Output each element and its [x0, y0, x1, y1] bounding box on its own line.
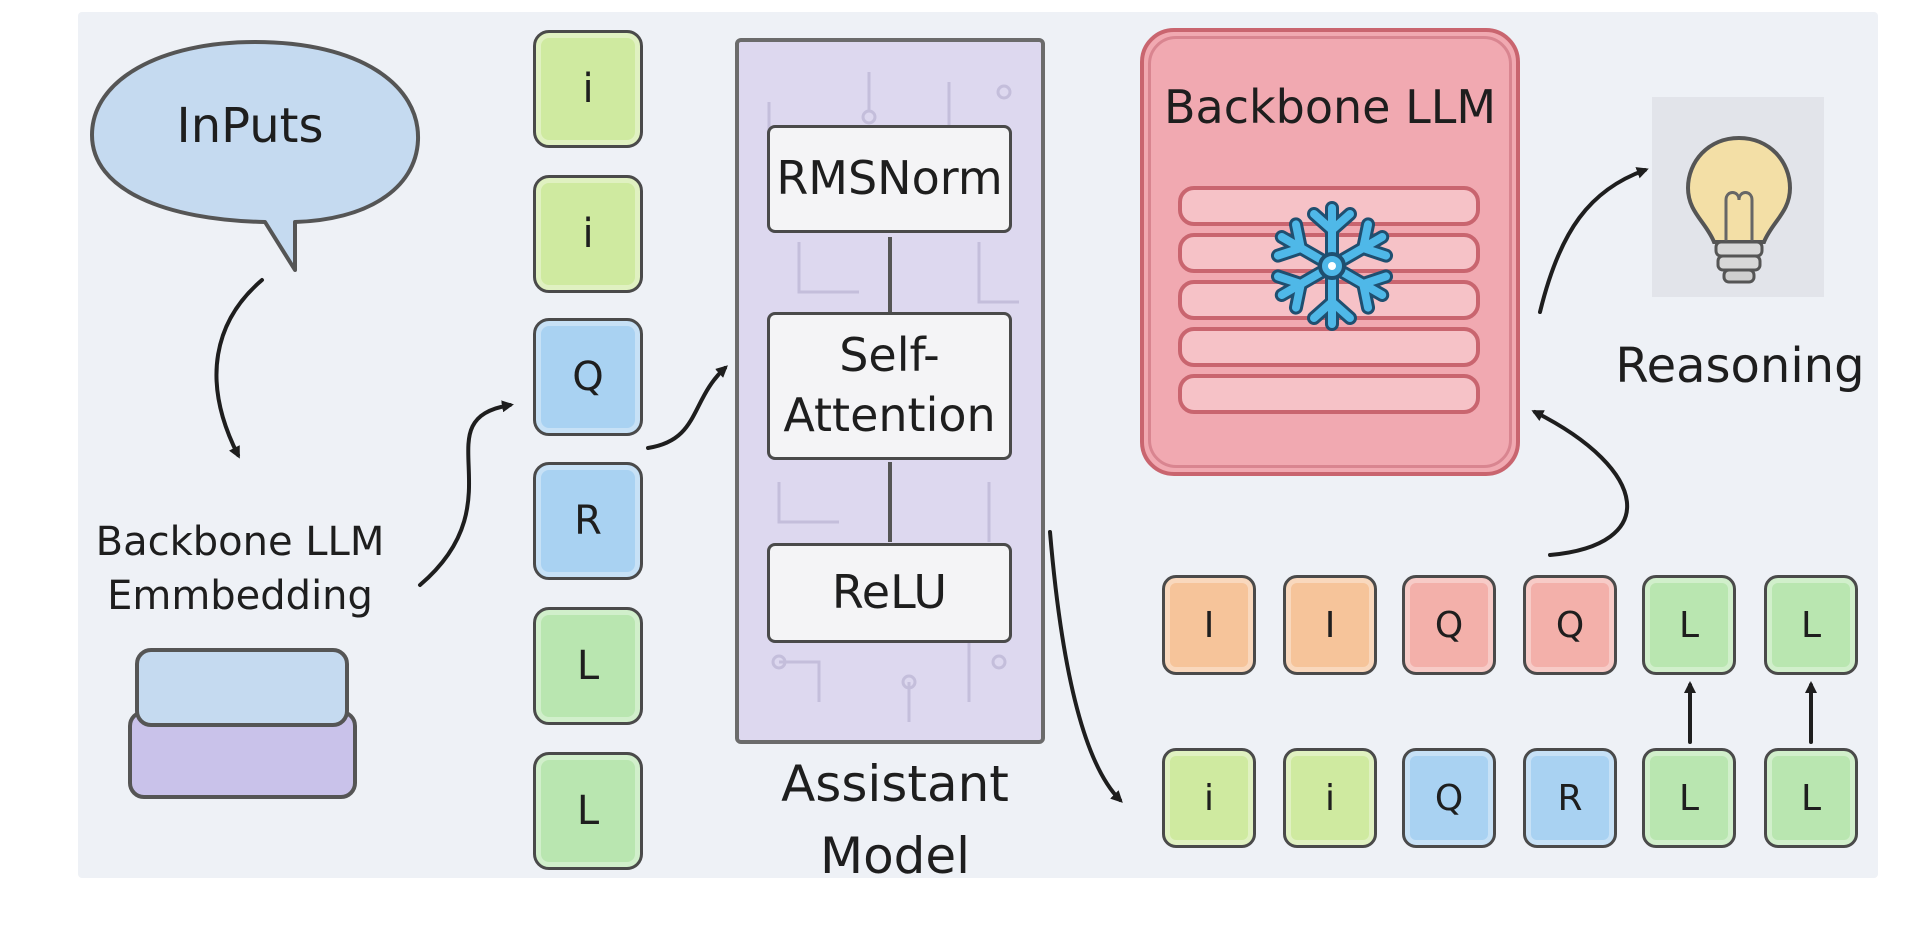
- assistant-caption-line2: Model: [819, 827, 971, 885]
- output_top-token-4: Q: [1523, 575, 1617, 675]
- input_tokens-token-4: R: [533, 462, 643, 580]
- assistant-caption-line1: Assistant: [781, 755, 1009, 813]
- output_bottom-token-4: R: [1523, 748, 1617, 848]
- output_top-token-1: I: [1162, 575, 1256, 675]
- relu-block: ReLU: [767, 543, 1012, 643]
- backbone-llm-inner-border: [1148, 36, 1512, 468]
- embedding-stack-icon: [128, 648, 357, 799]
- backbone-llm-title: Backbone LLM: [1163, 80, 1497, 134]
- output_top-token-5: L: [1642, 575, 1736, 675]
- reasoning-label: Reasoning: [1615, 338, 1865, 394]
- output_bottom-token-6: L: [1764, 748, 1858, 848]
- embedding-label-line1: Backbone LLM: [95, 519, 385, 565]
- input_tokens-token-6: L: [533, 752, 643, 870]
- input_tokens-token-2: i: [533, 175, 643, 293]
- self-attention-block: Self- Attention: [767, 312, 1012, 460]
- snowflake-icon: [1262, 201, 1402, 336]
- speech-bubble-icon: [90, 40, 421, 272]
- output_bottom-token-2: i: [1283, 748, 1377, 848]
- embedding-label: Backbone LLM Emmbedding: [80, 515, 400, 623]
- input_tokens-token-1: i: [533, 30, 643, 148]
- lightbulb-icon: [1685, 135, 1793, 284]
- output_bottom-token-3: Q: [1402, 748, 1496, 848]
- embedding-label-line2: Emmbedding: [107, 573, 373, 619]
- input_tokens-token-3: Q: [533, 318, 643, 436]
- inputs-label: InPuts: [176, 98, 324, 154]
- output_top-token-2: I: [1283, 575, 1377, 675]
- input_tokens-token-5: L: [533, 607, 643, 725]
- assistant-model-caption: Assistant Model: [740, 748, 1050, 892]
- output_top-token-3: Q: [1402, 575, 1496, 675]
- output_bottom-token-5: L: [1642, 748, 1736, 848]
- output_bottom-token-1: i: [1162, 748, 1256, 848]
- rmsnorm-block: RMSNorm: [767, 125, 1012, 233]
- output_top-token-6: L: [1764, 575, 1858, 675]
